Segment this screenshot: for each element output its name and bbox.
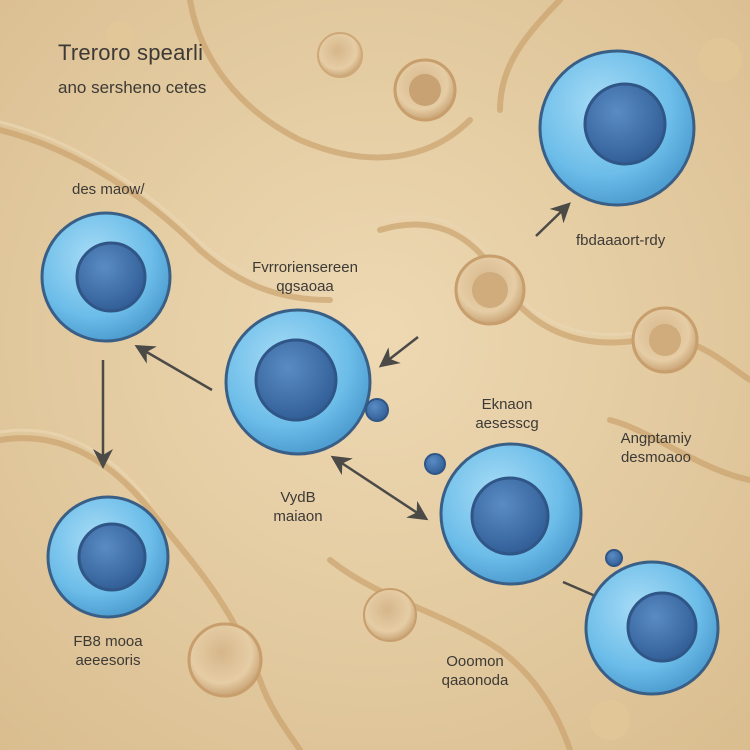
cell-top-right xyxy=(538,49,696,207)
cell-top-left xyxy=(40,211,172,343)
label-bottom-left-line-1: FB8 mooa xyxy=(73,633,143,650)
cell-center-right xyxy=(424,442,583,586)
label-center-right: Eknaon aesesscg xyxy=(452,395,562,433)
label-bottom-left-line-2: aeeesoris xyxy=(75,652,141,669)
label-center-bottom-line-1: VydB xyxy=(280,489,316,506)
label-center-right-line-1: Eknaon xyxy=(481,396,533,413)
label-bottom-left: FB8 mooa aeeesoris xyxy=(48,632,168,670)
label-top-right: fbdaaaort-rdy xyxy=(576,232,666,249)
label-center-bottom-line-2: maiaon xyxy=(273,508,323,525)
label-top-left: des maow/ xyxy=(72,181,145,198)
label-center-top-line-2: qgsaoaa xyxy=(276,278,334,295)
label-center-top-line-1: Fvrroriensereen xyxy=(252,259,358,276)
arrow-center-to-right-cell xyxy=(330,455,429,521)
label-far-right-line-2: desmoaoo xyxy=(620,449,692,466)
label-bottom-center: Ooomon qaaonoda xyxy=(420,652,530,690)
cell-bottom-right xyxy=(584,549,720,696)
arrow-to-top-right-cell xyxy=(535,202,571,237)
cell-center xyxy=(224,308,389,456)
label-far-right-line-1: Angptamiy xyxy=(620,430,692,447)
label-far-right: Angptamiy desmoaoo xyxy=(596,429,716,467)
diagram-subtitle: ano sersheno cetes xyxy=(58,78,207,97)
label-center-bottom: VydB maiaon xyxy=(248,488,348,526)
arrow-to-center-cell xyxy=(378,336,419,368)
background-cells xyxy=(106,21,742,740)
label-center-top: Fvrroriensereen qgsaoaa xyxy=(230,258,380,296)
label-bottom-center-line-2: qaaonoda xyxy=(441,672,509,689)
arrow-center-to-top-left xyxy=(134,344,213,392)
cell-bottom-left xyxy=(46,495,170,619)
label-bottom-center-line-1: Ooomon xyxy=(446,653,504,670)
diagram-title: Treroro spearli xyxy=(58,40,204,65)
label-center-right-line-2: aesesscg xyxy=(475,415,539,432)
